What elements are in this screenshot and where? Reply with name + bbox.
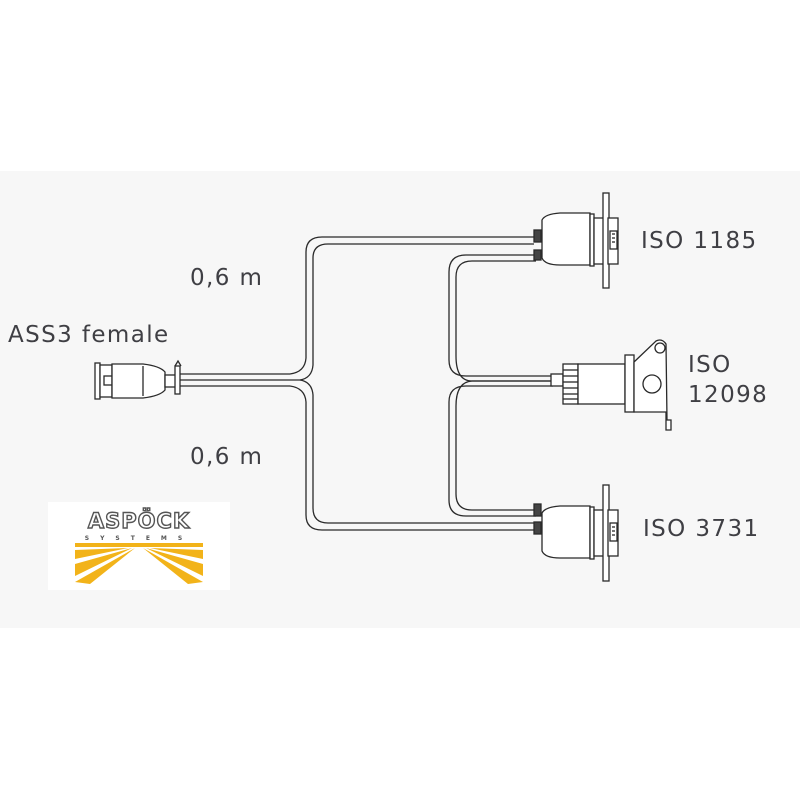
ass3-connector-icon	[94, 359, 182, 400]
iso-1185-connector-icon	[533, 192, 619, 289]
trunk-cable	[180, 373, 300, 387]
logo-rays-icon	[75, 543, 203, 584]
upper-branch-cable	[289, 236, 534, 381]
aspock-logo-graphic: ASPÖCK SYSTEMS	[75, 507, 203, 584]
logo-subtitle-text: SYSTEMS	[85, 535, 193, 542]
iso-12098-connector-icon	[550, 339, 672, 431]
iso-12098-label-line1: ISO	[688, 352, 732, 378]
logo-brand-text: ASPÖCK	[88, 508, 190, 533]
iso-1185-label: ISO 1185	[641, 228, 758, 254]
aspock-logo: ASPÖCK SYSTEMS	[48, 502, 230, 590]
lower-branch-cable	[289, 379, 534, 531]
iso-12098-label-line2: 12098	[688, 382, 769, 408]
secondary-branch-cable	[448, 254, 553, 517]
ass3-female-label: ASS3 female	[8, 322, 170, 348]
lower-length-label: 0,6 m	[190, 444, 264, 470]
upper-length-label: 0,6 m	[190, 265, 264, 291]
iso-3731-connector-icon	[533, 484, 619, 582]
iso-3731-label: ISO 3731	[643, 516, 760, 542]
